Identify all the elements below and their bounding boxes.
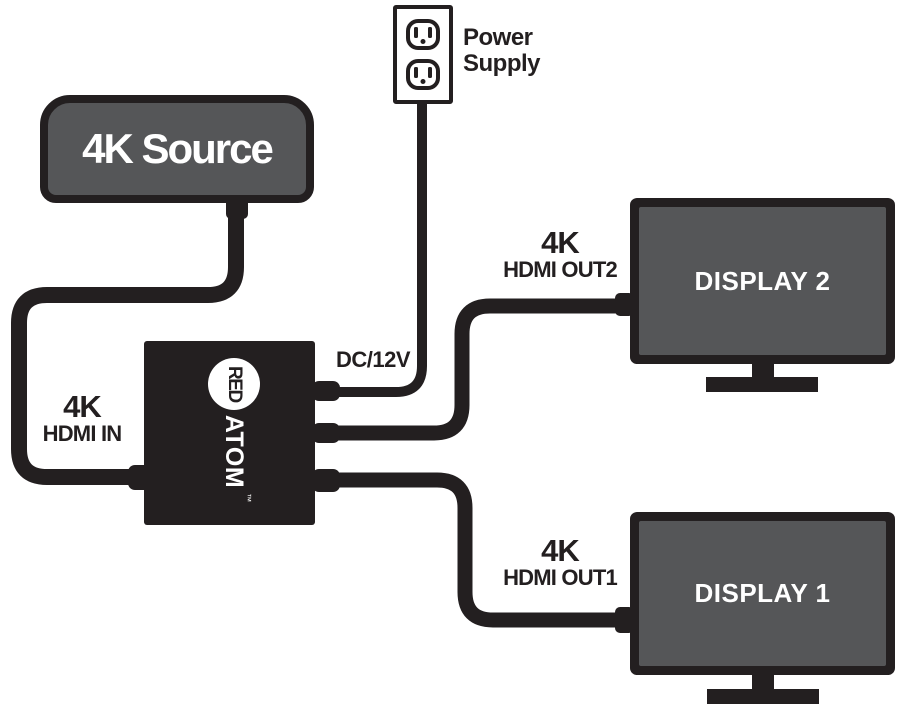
display-2-stand-base <box>706 377 818 392</box>
socket-slot-icon <box>414 67 418 78</box>
splitter-dc-port <box>312 381 340 401</box>
hdmi-out2-text: HDMI OUT2 <box>503 257 618 282</box>
display-1-stand-base <box>707 689 819 704</box>
socket-ground-hole-icon <box>420 79 426 84</box>
socket-slot-icon <box>414 27 418 38</box>
cable-source-to-splitter <box>11 206 244 485</box>
hdmi-out2-label: 4K HDMI OUT2 <box>485 225 635 282</box>
hdmi-in-4k-text: 4K <box>63 389 102 424</box>
hdmi-in-label: 4K HDMI IN <box>12 389 152 446</box>
power-outlet-icon <box>393 5 453 104</box>
display2-hdmi-connector <box>615 293 634 316</box>
display-1-screen: DISPLAY 1 <box>639 521 886 666</box>
hdmi-out1-4k-text: 4K <box>541 533 580 568</box>
display-2-stand-neck <box>752 362 774 378</box>
display-1-label: DISPLAY 1 <box>694 578 831 608</box>
cable-splitter-to-display1 <box>326 472 620 628</box>
hdmi-out1-label: 4K HDMI OUT1 <box>485 533 635 590</box>
display-2-monitor: DISPLAY 2 <box>630 198 895 364</box>
redatom-logo-circle-icon: RED <box>208 357 260 410</box>
hdmi-out2-4k-text: 4K <box>541 225 580 260</box>
display-2-screen: DISPLAY 2 <box>639 207 886 355</box>
dc-12v-label: DC/12V <box>335 347 411 372</box>
power-supply-label: Power Supply <box>463 24 541 77</box>
outlet-socket-icon <box>406 59 440 90</box>
socket-ground-hole-icon <box>420 39 426 44</box>
cable-splitter-to-display2 <box>326 298 620 441</box>
splitter-out2-port <box>312 423 340 443</box>
display-1-monitor: DISPLAY 1 <box>630 512 895 675</box>
socket-slot-icon <box>428 27 432 38</box>
hdmi-in-text: HDMI IN <box>42 421 123 446</box>
splitter-out1-port <box>312 469 340 492</box>
cable-power-to-splitter <box>330 100 427 397</box>
logo-trademark: ™ <box>243 493 253 503</box>
hdmi-out1-text: HDMI OUT1 <box>503 565 618 590</box>
redatom-logo: RED ATOM ™ <box>206 357 262 502</box>
display-2-label: DISPLAY 2 <box>694 265 831 296</box>
logo-atom-text: ATOM <box>220 414 249 489</box>
display1-hdmi-connector <box>615 607 634 633</box>
display-1-stand-neck <box>752 673 774 690</box>
source-label: 4K Source <box>82 125 274 172</box>
outlet-socket-icon <box>406 19 440 50</box>
socket-slot-icon <box>428 67 432 78</box>
logo-red-text: RED <box>224 366 245 402</box>
source-device: 4K Source <box>40 95 314 203</box>
